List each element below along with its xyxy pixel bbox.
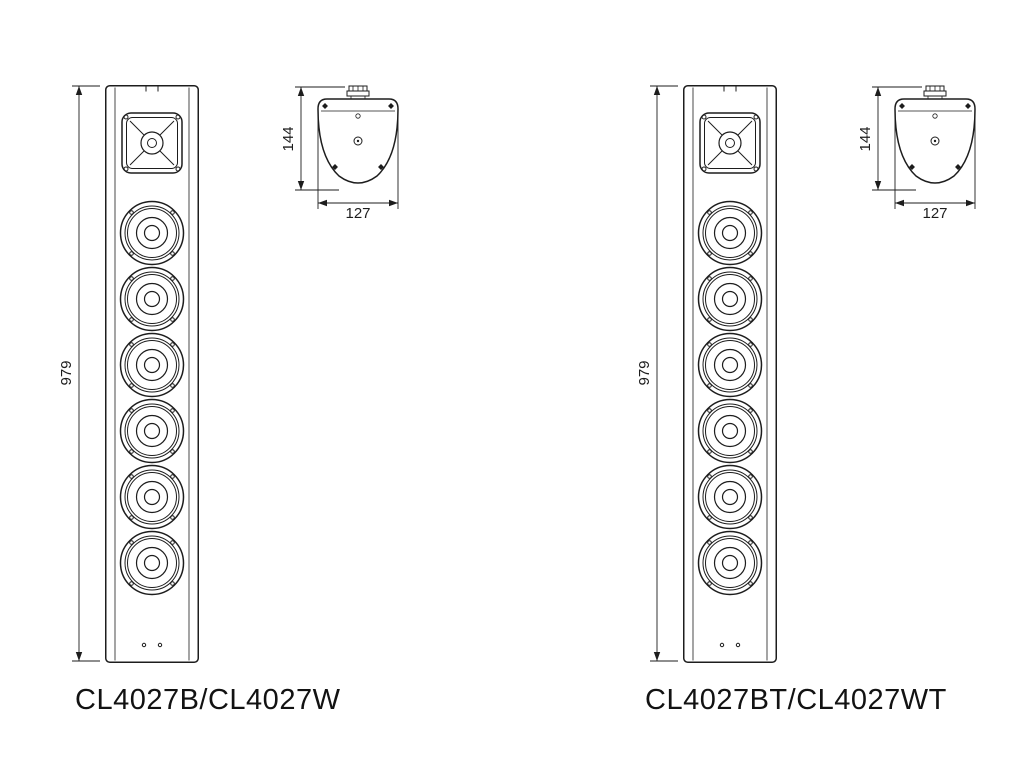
right-model-group: 979 144 127 CL4027BT/CL4027WT [636, 85, 976, 716]
right-speaker-front-view [684, 86, 777, 663]
right-topview-width-dimension: 127 [894, 110, 976, 222]
left-speaker-top-view [317, 85, 399, 184]
left-model-group: 979 144 127 CL4027B/CL4027W [58, 85, 399, 716]
right-height-dimension: 979 [636, 85, 678, 662]
right-model-label: CL4027BT/CL4027WT [645, 684, 947, 716]
left-topview-width-dimension: 127 [317, 110, 399, 222]
right-speaker-top-view [894, 85, 976, 184]
dimension-text-depth: 144 [857, 126, 874, 151]
dimension-text-height: 979 [58, 360, 75, 385]
left-model-label: CL4027B/CL4027W [75, 684, 341, 716]
right-topview-height-dimension: 144 [857, 86, 922, 191]
dimension-text-depth: 144 [280, 126, 297, 151]
dimension-text-width: 127 [922, 205, 947, 222]
dimension-text-height: 979 [636, 360, 653, 385]
left-speaker-front-view [106, 86, 199, 663]
dimension-text-width: 127 [345, 205, 370, 222]
left-topview-height-dimension: 144 [280, 86, 345, 191]
left-height-dimension: 979 [58, 85, 100, 662]
